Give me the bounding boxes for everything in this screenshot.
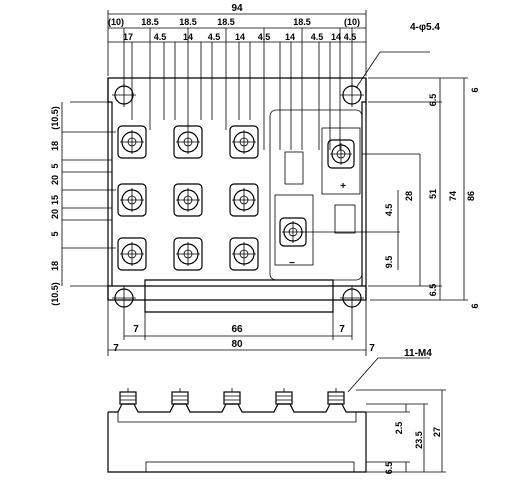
plus-terminal [327,139,355,169]
mounting-hole [112,286,136,310]
signal-terminal [117,125,147,159]
dim-left: 18 [50,141,60,151]
slot-a [284,151,304,185]
minus-terminal-box [274,194,314,266]
signal-terminal [229,237,259,271]
dim-right: 6.5 [428,94,438,107]
top-view: + − [107,77,367,313]
dim-right: 6 [470,87,480,92]
dim-top-row1: 18.5 [217,17,235,27]
screw-callout: 11-M4 [404,348,432,359]
dim-left: (10.5) [50,282,60,306]
dim-top-row2: 14 [235,32,245,42]
slot-b [334,204,356,234]
plus-terminal-box [321,127,361,195]
dim-top-row1: 18.5 [141,17,159,27]
signal-terminal [117,183,147,217]
dim-top-row2: 14 [331,32,341,42]
dim-80: 80 [231,339,243,350]
signal-terminal [117,237,147,271]
signal-terminal [173,183,203,217]
dim-top-row2: 17 [123,32,133,42]
hole-callout: 4-φ5.4 [410,22,440,33]
dim-side-2-5: 2.5 [394,422,404,435]
dim-right: 6.5 [428,284,438,297]
base-plate [145,461,355,473]
dim-top-row2: 4.5 [154,32,167,42]
dim-right: 28 [404,191,414,201]
dim-left: 20 [50,175,60,185]
dim-right: 4.5 [384,204,394,217]
dim-right: 51 [428,189,438,199]
dim-top-row2: 4.5 [311,32,324,42]
dim-right-inner: 7 [339,324,345,335]
signal-terminal [173,237,203,271]
screw-terminal [119,388,137,405]
dim-left: 5 [50,163,60,168]
dim-overall-width: 94 [231,3,243,14]
side-view: 11-M4 2.5 23.5 27 6.5 [107,348,446,475]
dim-top-row1: 18.5 [179,17,197,27]
dim-side-6-5: 6.5 [384,462,394,475]
left-dimensions: (10.5) 18 5 20 15 20 5 18 (10.5) [50,101,116,306]
dim-66: 66 [231,324,243,335]
signal-terminal [229,125,259,159]
signal-terminal [173,125,203,159]
terminal-grid [117,125,259,271]
dim-top-row1: (10) [344,17,360,27]
dim-side-27: 27 [432,427,442,437]
dim-left: 15 [50,195,60,205]
dim-right: 74 [448,191,458,201]
dim-left-inner: 7 [133,324,139,335]
right-dimensions: 6 6.5 4.5 28 51 74 86 9.5 6.5 6 [300,77,480,309]
mounting-hole [340,286,364,310]
dim-top-row1: (10) [108,17,124,27]
screw-terminal [223,388,241,405]
dim-top-row2: 14 [183,32,193,42]
dim-right: 6 [470,303,480,308]
plus-mark: + [340,181,346,192]
screw-terminal [171,388,189,405]
dim-top-row2: 4.5 [344,32,357,42]
dim-right: 86 [466,191,476,201]
dim-right: 9.5 [384,256,394,269]
terminal-island [269,109,363,281]
dim-top-row2: 4.5 [258,32,271,42]
dim-top-row1: 18.5 [293,17,311,27]
screw-terminal [275,388,293,405]
dim-left-outer: 7 [113,343,119,354]
dim-right-outer: 7 [369,343,375,354]
dim-left: 5 [50,231,60,236]
body-outline [107,77,367,301]
dim-top-row2: 4.5 [208,32,221,42]
bottom-dimensions: 7 66 7 7 80 7 [107,300,375,356]
screw-terminal [327,388,345,405]
dim-left: (10.5) [50,106,60,130]
base-tab [144,279,334,313]
dim-side-23-5: 23.5 [414,431,424,449]
dim-left: 18 [50,261,60,271]
dim-left: 20 [50,209,60,219]
minus-mark: − [289,258,295,269]
signal-terminal [229,183,259,217]
dim-top-row2: 14 [285,32,295,42]
